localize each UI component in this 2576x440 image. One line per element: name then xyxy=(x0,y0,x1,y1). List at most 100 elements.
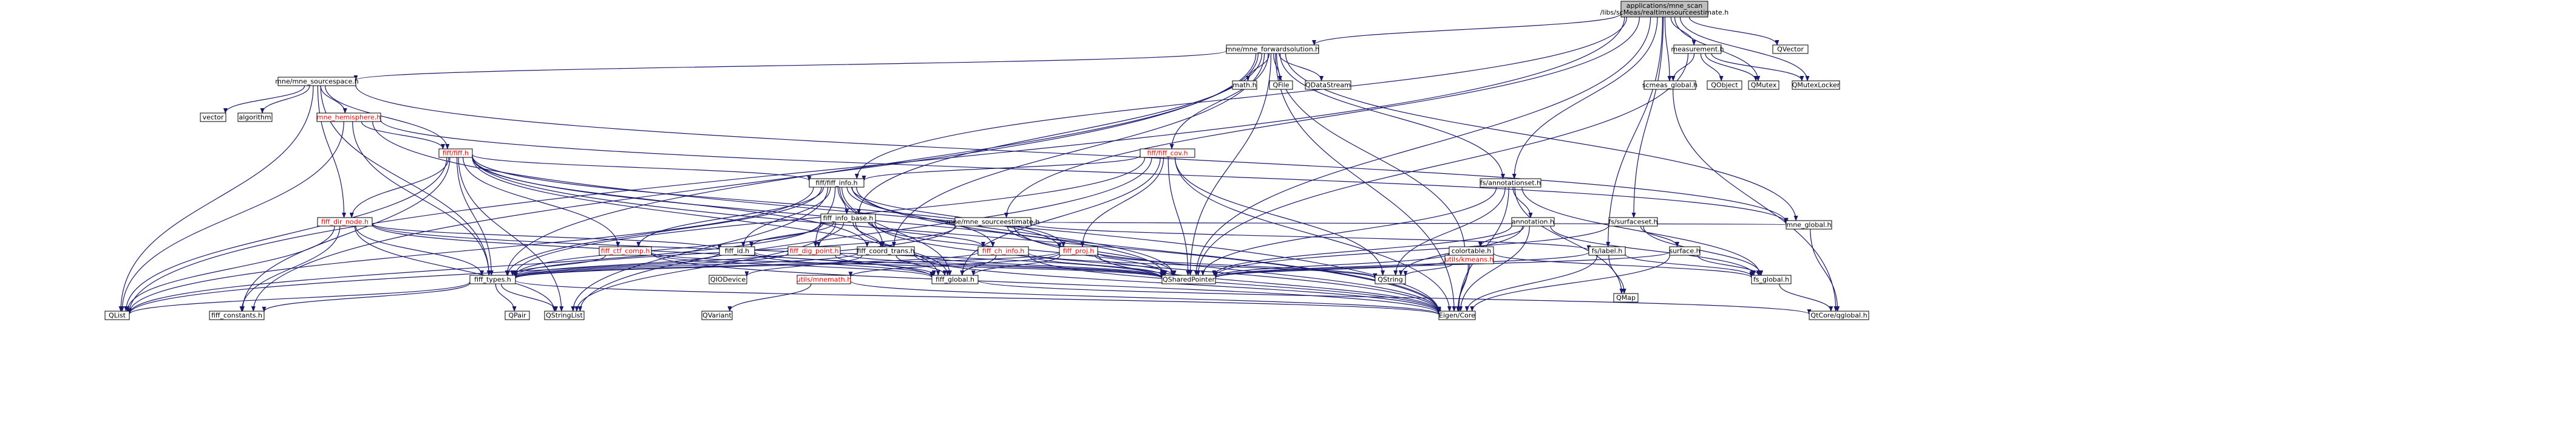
node-box-surface xyxy=(1669,246,1701,256)
node-chinfo[interactable]: fiff_ch_info.h xyxy=(977,246,1029,256)
node-mathh: math.h xyxy=(1232,80,1257,90)
node-qvariant: QVariant xyxy=(701,311,733,320)
edge-fiffinfo-to-eigen xyxy=(856,187,1441,312)
node-fsglobal[interactable]: fs_global.h xyxy=(1751,275,1792,284)
edge-fiffinfo-to-qshared xyxy=(851,187,1175,276)
edge-fwd-to-annset xyxy=(1279,53,1505,179)
node-box-annotation xyxy=(1511,217,1555,227)
edge-fifftypes-to-fiffconst xyxy=(262,282,471,312)
edge-root-to-fslabel xyxy=(1606,16,1663,247)
node-digpoint[interactable]: fiff_dig_point.h xyxy=(787,246,841,256)
node-srcest[interactable]: mne/mne_sourceestimate.h xyxy=(946,217,1040,227)
node-surface[interactable]: surface.h xyxy=(1669,246,1701,256)
edge-fiffcov-to-fiffinfo xyxy=(861,155,1141,181)
node-fiffh[interactable]: fiff/fiff.h xyxy=(438,148,473,158)
node-dirnode[interactable]: fiff_dir_node.h xyxy=(317,217,373,227)
node-meas[interactable]: measurement.h xyxy=(1671,44,1724,54)
node-ctfcomp[interactable]: fiff_ctf_comp.h xyxy=(599,246,652,256)
node-colortable[interactable]: colortable.h xyxy=(1449,246,1494,256)
node-label-hemi: mne_hemisphere.h xyxy=(317,114,381,122)
edge-fslabel-to-fsglobal xyxy=(1625,253,1754,277)
node-fiffinfobase[interactable]: fiff_info_base.h xyxy=(820,213,876,223)
edge-layer xyxy=(118,13,1840,315)
edge-srcspace-to-qlist xyxy=(118,85,314,312)
edge-fsglobal-to-qtcoreglobal xyxy=(1779,283,1833,312)
edge-fiffproj-to-fiffglobal xyxy=(971,255,1061,276)
node-annset[interactable]: fs/annotationset.h xyxy=(1480,178,1541,188)
node-label-surfset: fs/surfaceset.h xyxy=(1608,218,1657,226)
edge-fifftypes-to-eigen xyxy=(515,280,1441,315)
node-fslabel[interactable]: fs/label.h xyxy=(1588,246,1626,256)
node-mnemath[interactable]: utils/mnemath.h xyxy=(797,275,852,284)
edge-root-to-srcest xyxy=(1004,16,1640,218)
node-label-qlist: QList xyxy=(109,312,126,320)
node-srcspace[interactable]: mne/mne_sourcespace.h xyxy=(275,77,359,86)
node-qtcoreglobal: QtCore/qglobal.h xyxy=(1809,311,1869,320)
node-box-surfset xyxy=(1608,217,1658,227)
node-mneglobal[interactable]: mne_global.h xyxy=(1786,220,1832,230)
node-box-fiffcov xyxy=(1140,148,1195,158)
node-fiffproj[interactable]: fiff_proj.h xyxy=(1059,246,1098,256)
node-surfset[interactable]: fs/surfaceset.h xyxy=(1608,217,1658,227)
node-fiffinfo[interactable]: fiff/fiff_info.h xyxy=(809,178,865,188)
node-fwd[interactable]: mne/mne_forwardsolution.h xyxy=(1226,44,1319,54)
edge-fiffproj-to-mnemath xyxy=(848,252,1060,278)
edge-annotation-to-fsglobal xyxy=(1550,225,1756,276)
node-label-fiffh: fiff/fiff.h xyxy=(443,150,469,157)
edge-colortable-to-qshared xyxy=(1213,253,1450,278)
node-root[interactable]: applications/mne_scan/libs/scMeas/realti… xyxy=(1600,1,1729,18)
node-fiffconst[interactable]: fiff_constants.h xyxy=(209,311,265,320)
node-scmeas[interactable]: scmeas_global.h xyxy=(1642,80,1698,90)
edge-meas-to-qobject xyxy=(1700,53,1724,81)
node-fifftypes[interactable]: fiff_types.h xyxy=(469,275,516,284)
node-label-qfile: QFile xyxy=(1273,81,1289,89)
edge-digpoint-to-fifftypes xyxy=(513,253,789,278)
node-box-qdatastream xyxy=(1305,80,1351,90)
node-label-qdatastream: QDataStream xyxy=(1305,81,1351,89)
node-annotation[interactable]: annotation.h xyxy=(1511,217,1555,227)
node-qstring: QString xyxy=(1375,275,1406,284)
edge-fiffh-to-dirnode xyxy=(349,157,449,218)
node-box-fiffinfo xyxy=(809,178,865,188)
edge-hemi-to-mneglobal xyxy=(380,119,1789,224)
edge-digpoint-to-fiffglobal xyxy=(835,255,936,276)
node-label-dirnode: fiff_dir_node.h xyxy=(321,218,369,226)
node-label-fsglobal: fs_global.h xyxy=(1753,276,1789,284)
edge-srcspace-to-fiffh xyxy=(325,85,450,150)
node-box-fiffconst xyxy=(209,311,265,320)
edge-annset-to-qstring xyxy=(1393,187,1506,276)
edge-colortable-to-fsglobal xyxy=(1493,252,1754,278)
node-qshared: QSharedPointer xyxy=(1161,275,1216,284)
node-box-qstringlist xyxy=(544,311,585,320)
node-box-meas xyxy=(1673,44,1722,54)
edge-hemi-to-fiffh xyxy=(361,121,446,150)
node-qmutex: QMutex xyxy=(1748,80,1779,90)
node-label-fslabel: fs/label.h xyxy=(1592,247,1622,255)
edge-fslabel-to-eigen xyxy=(1464,255,1598,312)
node-fiffid[interactable]: fiff_id.h xyxy=(719,246,755,256)
node-label-scmeas: scmeas_global.h xyxy=(1642,81,1698,89)
node-label-qvector: QVector xyxy=(1777,46,1804,53)
node-qlist: QList xyxy=(104,311,130,320)
edge-fiffcov-to-fiffglobal xyxy=(960,157,1161,276)
node-label-annset: fs/annotationset.h xyxy=(1480,179,1541,187)
node-kmeans[interactable]: utils/kmeans.h xyxy=(1444,255,1494,264)
edge-dirnode-to-fiffid xyxy=(372,223,722,250)
edge-annset-to-qshared xyxy=(1200,187,1497,276)
node-box-qmutexlocker xyxy=(1792,80,1840,90)
node-fiffglobal[interactable]: fiff_global.h xyxy=(931,275,979,284)
edge-fwd-to-coordtrans xyxy=(891,53,1265,247)
node-coordtrans[interactable]: fiff_coord_trans.h xyxy=(857,246,915,256)
edge-fslabel-to-qmap xyxy=(1608,255,1626,294)
node-qobject: QObject xyxy=(1707,80,1742,90)
node-label-qstring: QString xyxy=(1378,276,1403,284)
node-hemi[interactable]: mne_hemisphere.h xyxy=(316,112,381,122)
edge-fiffinfo-to-qstringlist xyxy=(571,187,829,312)
node-box-hemi xyxy=(316,112,381,122)
node-label-root: applications/mne_scan xyxy=(1626,2,1703,10)
edge-fiffh-to-qlist xyxy=(124,157,447,312)
edge-coordtrans-to-fifftypes xyxy=(513,252,858,279)
node-fiffcov[interactable]: fiff/fiff_cov.h xyxy=(1140,148,1195,158)
edge-surface-to-fsglobal xyxy=(1697,255,1761,276)
